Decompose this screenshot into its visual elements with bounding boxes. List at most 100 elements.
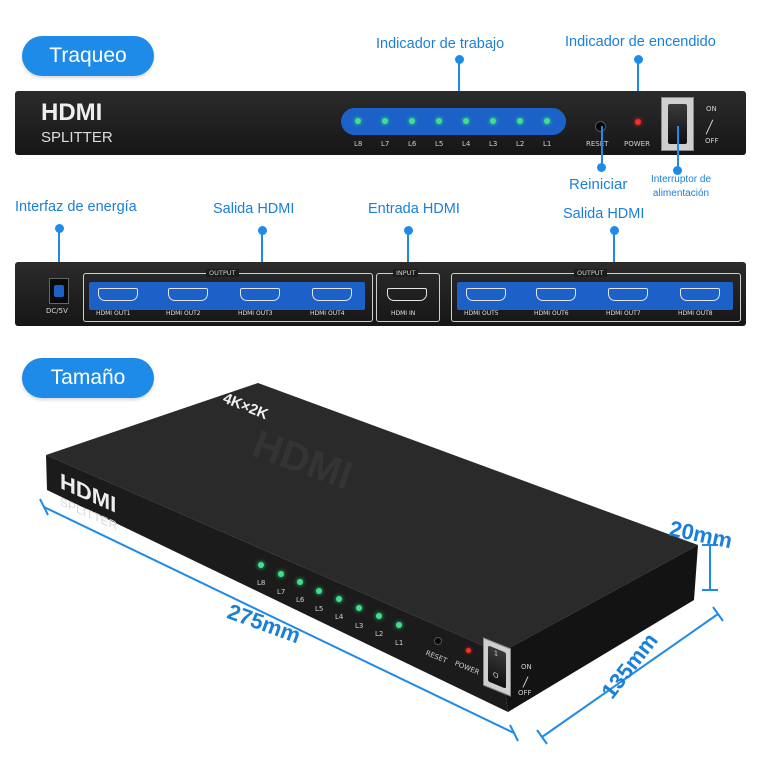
device-led-l2	[376, 613, 382, 619]
length-dimension-tick	[509, 724, 519, 742]
device-led-l4	[336, 596, 342, 602]
led-label: L6	[408, 140, 417, 148]
led-highlight	[341, 108, 566, 135]
led-indicator-l8	[355, 118, 361, 124]
device-led-label: L6	[296, 596, 305, 604]
led-indicator-l3	[490, 118, 496, 124]
hdmi-out2-port[interactable]	[168, 288, 208, 301]
back-panel: DC/5V OUTPUT HDMI OUT1 HDMI OUT2 HDMI OU…	[15, 262, 746, 326]
led-label: L7	[381, 140, 390, 148]
led-label: L5	[435, 140, 444, 148]
hdmi-out6-port[interactable]	[536, 288, 576, 301]
callout-salida-hdmi-left: Salida HDMI	[213, 201, 295, 217]
device-power-led	[466, 648, 471, 653]
callout-indicador-trabajo: Indicador de trabajo	[376, 36, 505, 52]
hdmi-out3-port[interactable]	[240, 288, 280, 301]
device-led-l5	[316, 588, 322, 594]
reset-label: RESET	[586, 140, 609, 148]
callout-line	[58, 228, 60, 286]
led-label: L3	[489, 140, 498, 148]
hdmi-in-label: HDMI IN	[391, 310, 416, 317]
callout-dot	[597, 163, 606, 172]
device-led-label: L7	[277, 588, 286, 596]
device-led-label: L4	[335, 613, 344, 621]
hdmi-out3-label: HDMI OUT3	[238, 310, 273, 317]
device-led-label: L5	[315, 605, 324, 613]
device-switch-on: ON	[521, 663, 532, 671]
output-label-left: OUTPUT	[206, 269, 239, 277]
dc-power-port[interactable]	[49, 278, 69, 304]
power-switch[interactable]	[661, 97, 694, 151]
callout-indicador-encendido: Indicador de encendido	[565, 34, 716, 50]
hdmi-out4-label: HDMI OUT4	[310, 310, 345, 317]
callout-line	[458, 58, 460, 110]
callout-line	[601, 126, 603, 168]
callout-interfaz-energia: Interfaz de energía	[15, 199, 137, 215]
callout-interruptor: Interruptor de alimentación	[650, 174, 712, 199]
hdmi-out5-port[interactable]	[466, 288, 506, 301]
callout-entrada-hdmi: Entrada HDMI	[368, 201, 460, 217]
input-group: INPUT HDMI IN	[376, 269, 440, 322]
device-side-face	[500, 545, 698, 712]
device-led-l8	[258, 562, 264, 568]
switch-mark-one: 1	[494, 649, 498, 659]
callout-line	[637, 58, 639, 110]
device-front-face	[46, 455, 508, 712]
hdmi-out5-label: HDMI OUT5	[464, 310, 499, 317]
hdmi-out2-label: HDMI OUT2	[166, 310, 201, 317]
length-dimension-tick	[39, 498, 49, 516]
hdmi-out8-port[interactable]	[680, 288, 720, 301]
callout-line	[613, 230, 615, 288]
front-panel: HDMI SPLITTER L8 L7 L6 L5 L4 L3 L2 L1 RE…	[15, 91, 746, 155]
led-indicator-l1	[544, 118, 550, 124]
depth-dimension-line	[541, 613, 719, 738]
depth-dimension-tick	[536, 729, 548, 745]
device-led-l3	[356, 605, 362, 611]
length-dimension-line	[43, 506, 515, 734]
callout-line	[261, 230, 263, 288]
device-led-label: L2	[375, 630, 384, 638]
device-top-face	[46, 383, 698, 653]
dc-port-label: DC/5V	[46, 307, 68, 315]
front-brand-splitter: SPLITTER	[41, 129, 113, 146]
switch-mark-zero: O	[493, 671, 499, 681]
led-indicator-l7	[382, 118, 388, 124]
dc-port-highlight	[54, 285, 64, 297]
device-led-l7	[278, 571, 284, 577]
hdmi-in-port[interactable]	[387, 288, 427, 301]
device-led-label: L8	[257, 579, 266, 587]
callout-line	[407, 230, 409, 288]
device-led-label: L1	[395, 639, 404, 647]
device-switch-off: OFF	[518, 689, 532, 697]
led-label: L8	[354, 140, 363, 148]
device-led-l1	[396, 622, 402, 628]
output-label-right: OUTPUT	[574, 269, 607, 277]
power-switch-rocker	[668, 104, 687, 144]
section-pill-tamano: Tamaño	[22, 358, 154, 398]
device-led-l6	[297, 579, 303, 585]
callout-dot	[673, 166, 682, 175]
led-label: L1	[543, 140, 552, 148]
callout-salida-hdmi-right: Salida HDMI	[563, 206, 645, 222]
depth-dimension-tick	[712, 606, 724, 622]
led-indicator-l2	[517, 118, 523, 124]
led-indicator-l6	[409, 118, 415, 124]
device-reset-button[interactable]	[434, 637, 442, 645]
front-brand-hdmi: HDMI	[41, 99, 103, 126]
reset-button[interactable]	[595, 121, 606, 132]
hdmi-out6-label: HDMI OUT6	[534, 310, 569, 317]
hdmi-out1-port[interactable]	[98, 288, 138, 301]
output-group-right: OUTPUT HDMI OUT5 HDMI OUT6 HDMI OUT7 HDM…	[451, 269, 741, 322]
led-indicator-l5	[436, 118, 442, 124]
switch-on-label: ON	[706, 105, 717, 113]
device-led-label: L3	[355, 622, 364, 630]
hdmi-out7-port[interactable]	[608, 288, 648, 301]
hdmi-out1-label: HDMI OUT1	[96, 310, 131, 317]
hdmi-out4-port[interactable]	[312, 288, 352, 301]
section-pill-traqueo: Traqueo	[22, 36, 154, 76]
power-label: POWER	[624, 140, 650, 148]
power-led	[635, 119, 641, 125]
hdmi-out7-label: HDMI OUT7	[606, 310, 641, 317]
led-indicator-l4	[463, 118, 469, 124]
